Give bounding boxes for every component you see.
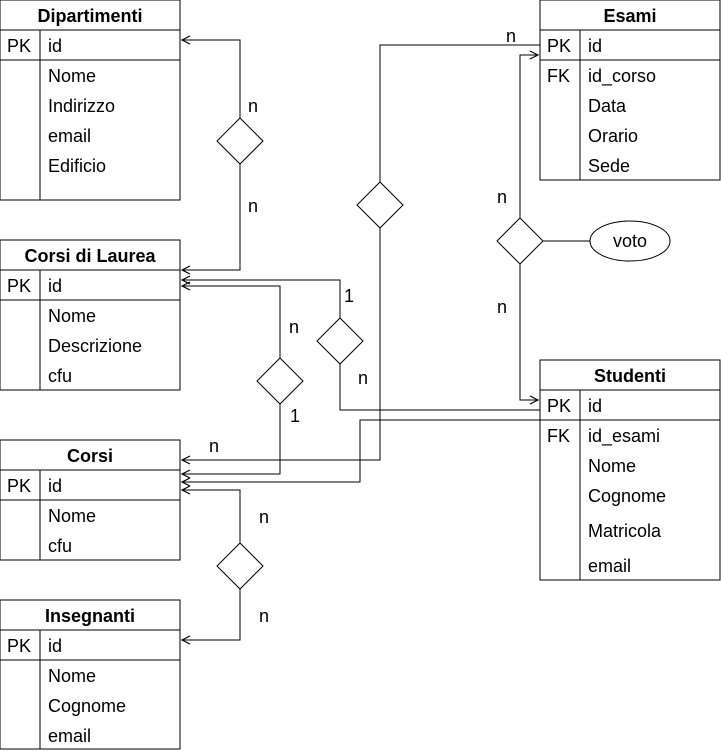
card-ins-lower: n <box>259 606 269 626</box>
card-dip-upper: n <box>248 96 258 116</box>
field: Nome <box>48 66 96 86</box>
pk-key: PK <box>547 36 571 56</box>
edge-corsi-ins-bottom <box>182 589 241 640</box>
pk-field: id <box>588 36 602 56</box>
card-dip-lower: n <box>248 196 258 216</box>
field: Nome <box>588 456 636 476</box>
field: Data <box>588 96 627 116</box>
edge-dip-top <box>182 40 241 118</box>
relation-diamond-corsi-ins <box>216 542 264 590</box>
field: Indirizzo <box>48 96 115 116</box>
entity-title: Insegnanti <box>45 606 135 626</box>
entity-title: Dipartimenti <box>37 6 142 26</box>
relation-diamond-cl-stud <box>316 317 364 365</box>
attribute-voto: voto <box>589 220 671 262</box>
card-cl-corsi-one: 1 <box>290 406 300 426</box>
fk-key: FK <box>547 66 570 86</box>
card-esami-stud-upper: n <box>497 187 507 207</box>
pk-key: PK <box>7 476 31 496</box>
edge-esami-corsi-top <box>379 44 540 182</box>
card-ins-upper: n <box>259 507 269 527</box>
entity-esami[interactable]: Esami PK id FK id_corso Data Orario Sede <box>539 0 721 181</box>
edge-dip-bottom <box>182 164 241 270</box>
edge-esami-stud-bottom <box>519 264 538 400</box>
attribute-voto-label: voto <box>613 231 647 251</box>
fk-field: id_corso <box>588 66 656 87</box>
field: email <box>48 726 91 746</box>
relationship-diamonds <box>216 117 544 590</box>
field: Cognome <box>48 696 126 716</box>
field: Nome <box>48 306 96 326</box>
relation-diamond-esami-corsi <box>356 181 404 229</box>
field: cfu <box>48 536 72 556</box>
pk-field: id <box>48 636 62 656</box>
pk-field: id <box>48 476 62 496</box>
field: Descrizione <box>48 336 142 356</box>
pk-key: PK <box>7 636 31 656</box>
edge-cl-corsi-top <box>182 286 281 358</box>
field: email <box>48 126 91 146</box>
edge-cl-stud-top <box>182 280 341 318</box>
edge-esami-corsi-bottom <box>182 228 381 460</box>
field: Cognome <box>588 486 666 506</box>
field: cfu <box>48 366 72 386</box>
relation-diamond-dip-cl <box>216 117 264 165</box>
attribute-ellipse <box>589 220 671 262</box>
field: Matricola <box>588 521 662 541</box>
field: Orario <box>588 126 638 146</box>
field: email <box>588 556 631 576</box>
entity-title: Studenti <box>594 366 666 386</box>
card-esami-stud-lower: n <box>497 297 507 317</box>
card-cl-stud-one: 1 <box>344 286 354 306</box>
card-cl-corsi-n: n <box>289 317 299 337</box>
entity-corsi[interactable]: Corsi PK id Nome cfu <box>0 439 181 561</box>
edge-corsi-ins-top <box>182 490 241 543</box>
edge-cl-corsi-bottom <box>182 404 281 474</box>
pk-field: id <box>48 276 62 296</box>
entity-corsi-di-laurea[interactable]: Corsi di Laurea PK id Nome Descrizione c… <box>0 239 181 391</box>
field: Edificio <box>48 156 106 176</box>
pk-key: PK <box>7 276 31 296</box>
edge-stud-corsi <box>182 419 540 482</box>
card-cl-stud-n: n <box>358 368 368 388</box>
relationship-lines <box>182 40 590 640</box>
field: Sede <box>588 156 630 176</box>
entity-dipartimenti[interactable]: Dipartimenti PK id Nome Indirizzo email … <box>0 0 181 201</box>
card-esami-top: n <box>506 26 516 46</box>
relation-diamond-esami-stud <box>496 217 544 265</box>
pk-field: id <box>588 396 602 416</box>
entity-title: Corsi <box>67 446 113 466</box>
entity-insegnanti[interactable]: Insegnanti PK id Nome Cognome email <box>0 599 181 750</box>
card-corsi-left: n <box>209 436 219 456</box>
field: Nome <box>48 666 96 686</box>
edge-cl-stud-bottom <box>339 364 540 411</box>
pk-key: PK <box>547 396 571 416</box>
entity-title: Esami <box>603 6 656 26</box>
edge-esami-stud-top <box>519 55 538 218</box>
pk-field: id <box>48 36 62 56</box>
field: Nome <box>48 506 96 526</box>
fk-key: FK <box>547 426 570 446</box>
fk-field: id_esami <box>588 426 660 447</box>
relation-diamond-cl-corsi <box>256 357 304 405</box>
entity-title: Corsi di Laurea <box>24 246 156 266</box>
entity-studenti[interactable]: Studenti PK id FK id_esami Nome Cognome … <box>539 359 721 581</box>
pk-key: PK <box>7 36 31 56</box>
cardinality-labels: n n n n n 1 n n 1 n n n <box>209 26 516 626</box>
